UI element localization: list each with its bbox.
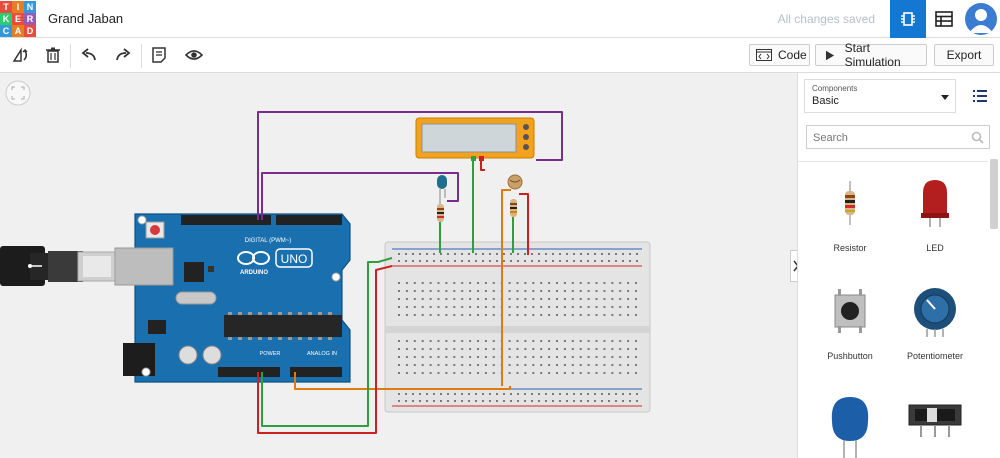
list-icon <box>973 90 987 102</box>
board-brand: ARDUINO <box>240 270 268 276</box>
notes-button[interactable] <box>146 43 172 67</box>
component-label: Pushbutton <box>827 351 873 361</box>
panel-divider <box>798 161 988 162</box>
breadboard[interactable] <box>384 241 651 413</box>
note-icon <box>152 47 166 63</box>
redo-button[interactable] <box>110 43 136 67</box>
eye-icon <box>185 50 203 60</box>
circuit-view-button[interactable] <box>890 0 926 38</box>
led-component[interactable] <box>437 175 447 204</box>
logo-letter: K <box>0 13 12 25</box>
code-button[interactable]: Code <box>749 44 810 66</box>
start-simulation-button[interactable]: Start Simulation <box>815 41 927 69</box>
search-icon <box>971 131 984 144</box>
toolbar-divider <box>141 44 142 68</box>
undo-icon <box>81 48 96 61</box>
power-header-label: POWER <box>260 351 281 357</box>
visibility-button[interactable] <box>181 43 207 67</box>
components-dropdown[interactable]: Components Basic <box>804 79 956 113</box>
caret-down-icon <box>941 95 949 100</box>
user-avatar[interactable] <box>965 3 997 35</box>
start-simulation-label: Start Simulation <box>844 41 901 69</box>
logo-letter: C <box>0 25 12 37</box>
trash-icon <box>46 47 60 63</box>
logo-letter: T <box>0 1 12 13</box>
wires[interactable] <box>257 111 563 434</box>
export-button-label: Export <box>946 48 982 62</box>
project-title[interactable]: Grand Jaban <box>48 11 124 26</box>
save-status: All changes saved <box>777 12 875 26</box>
component-resistor[interactable]: Resistor <box>805 181 895 261</box>
top-bar: T I N K E R C A D Grand Jaban All change… <box>0 0 1000 38</box>
component-list-view-button[interactable] <box>926 0 962 38</box>
resistor-component[interactable] <box>510 199 517 217</box>
component-label: LED <box>926 243 944 253</box>
panel-scrollbar[interactable] <box>990 159 998 229</box>
resistor-component[interactable] <box>437 204 444 222</box>
logo-letter: I <box>12 1 24 13</box>
dropdown-value: Basic <box>812 95 839 107</box>
components-panel: Components Basic Resistor LED Pushbutton… <box>797 73 1000 458</box>
user-icon <box>969 9 993 33</box>
logo-letter: E <box>12 13 24 25</box>
analog-header-label: ANALOG IN <box>307 351 337 357</box>
toolbar: Code Start Simulation Export <box>0 38 1000 73</box>
pushbutton-icon <box>834 289 866 333</box>
component-potentiometer[interactable]: Potentiometer <box>890 287 980 369</box>
fit-view-button[interactable] <box>5 80 31 106</box>
logo-letter: D <box>24 25 36 37</box>
arduino-logo <box>237 251 270 265</box>
lcd-display-component[interactable] <box>415 117 535 161</box>
component-led[interactable]: LED <box>890 179 980 261</box>
rotate-icon <box>12 47 28 62</box>
component-label: Potentiometer <box>906 351 964 361</box>
led-icon <box>921 180 949 227</box>
logo-letter: R <box>24 13 36 25</box>
undo-button[interactable] <box>76 43 102 67</box>
usb-icon <box>28 264 42 268</box>
export-button[interactable]: Export <box>934 44 994 66</box>
search-input[interactable] <box>807 126 970 150</box>
component-label: Resistor <box>833 243 867 253</box>
component-capacitor[interactable] <box>805 393 895 458</box>
digital-header-label: DIGITAL (PWM~) <box>245 238 292 244</box>
capacitor-icon <box>831 397 869 458</box>
component-slideswitch[interactable] <box>890 403 980 458</box>
table-icon <box>935 11 953 27</box>
toolbar-divider <box>70 44 71 68</box>
logo-letter: N <box>24 1 36 13</box>
list-view-toggle[interactable] <box>966 83 994 109</box>
redo-icon <box>116 48 131 61</box>
play-icon <box>825 50 835 60</box>
delete-button[interactable] <box>40 43 66 67</box>
search-field[interactable] <box>806 125 990 150</box>
slide-switch-icon <box>908 404 962 437</box>
dropdown-caption: Components <box>812 84 858 93</box>
code-icon <box>756 49 772 61</box>
component-pushbutton[interactable]: Pushbutton <box>805 289 895 369</box>
fit-view-icon <box>11 86 25 100</box>
arduino-uno-board[interactable]: UNO ARDUINO DIGITAL (PWM~) POWER ANALOG … <box>114 213 351 383</box>
resistor-icon <box>845 181 855 225</box>
board-model: UNO <box>281 252 308 266</box>
potentiometer-icon <box>914 288 956 337</box>
usb-cable[interactable] <box>0 246 117 286</box>
chip-icon <box>901 12 915 26</box>
photoresistor-component[interactable] <box>507 174 523 190</box>
logo-letter: A <box>12 25 24 37</box>
circuit-canvas[interactable]: UNO ARDUINO DIGITAL (PWM~) POWER ANALOG … <box>0 73 797 458</box>
tinkercad-logo[interactable]: T I N K E R C A D <box>0 1 36 37</box>
rotate-button[interactable] <box>8 43 34 67</box>
code-button-label: Code <box>778 48 807 62</box>
